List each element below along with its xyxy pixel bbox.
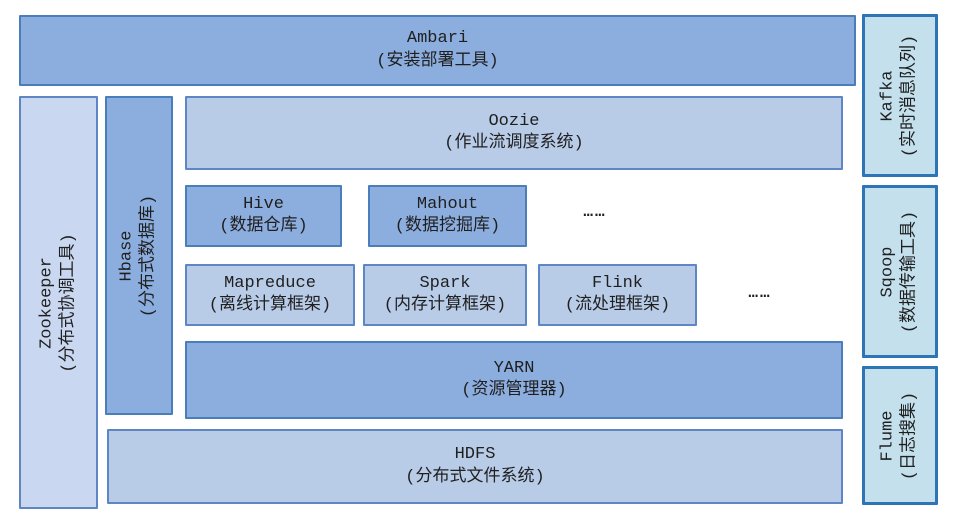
spark-title: Spark (419, 273, 471, 293)
hbase-box: Hbase (分布式数据库) (105, 96, 173, 415)
flink-box: Flink (流处理框架) (538, 264, 697, 326)
mapreduce-title: Mapreduce (224, 273, 316, 293)
flink-title: Flink (591, 273, 643, 293)
hdfs-subtitle: (分布式文件系统) (405, 467, 545, 487)
spark-box: Spark (内存计算框架) (363, 264, 527, 326)
hbase-subtitle: (分布式数据库) (140, 194, 159, 317)
spark-subtitle: (内存计算框架) (383, 296, 507, 315)
oozie-subtitle: (作业流调度系统) (444, 134, 584, 153)
yarn-title: YARN (493, 358, 535, 378)
kafka-vertical-label: Kafka (实时消息队列) (878, 34, 923, 156)
zookeeper-vertical-label: Zookeeper (分布式协调工具) (36, 233, 81, 372)
kafka-subtitle: (实时消息队列) (901, 34, 920, 157)
mapreduce-subtitle: (离线计算框架) (208, 296, 332, 315)
yarn-box: YARN (资源管理器) (185, 341, 843, 419)
zookeeper-box: Zookeeper (分布式协调工具) (19, 96, 98, 509)
kafka-title: Kafka (878, 70, 898, 122)
mapreduce-box: Mapreduce (离线计算框架) (185, 264, 355, 326)
zookeeper-subtitle: (分布式协调工具) (59, 232, 79, 373)
hive-subtitle: (数据仓库) (219, 217, 308, 236)
sqoop-vertical-label: Sqoop (数据传输工具) (878, 210, 923, 332)
sqoop-title: Sqoop (878, 246, 898, 298)
flink-subtitle: (流处理框架) (564, 296, 671, 315)
oozie-title: Oozie (488, 111, 540, 131)
sqoop-subtitle: (数据传输工具) (901, 210, 920, 333)
flume-subtitle: (日志搜集) (901, 391, 920, 480)
yarn-subtitle: (资源管理器) (461, 381, 567, 400)
hbase-vertical-label: Hbase (分布式数据库) (117, 194, 162, 316)
mahout-subtitle: (数据挖掘库) (394, 217, 501, 236)
oozie-box: Oozie (作业流调度系统) (185, 96, 843, 170)
hbase-title: Hbase (117, 230, 137, 282)
hive-title: Hive (243, 194, 284, 214)
hdfs-title: HDFS (454, 445, 496, 465)
kafka-box: Kafka (实时消息队列) (862, 14, 938, 177)
ambari-box: Ambari (安装部署工具) (19, 15, 856, 86)
ambari-title: Ambari (406, 29, 469, 49)
ambari-subtitle: (安装部署工具) (376, 51, 499, 71)
hive-box: Hive (数据仓库) (185, 185, 342, 247)
ellipsis-row-hive: …… (583, 203, 607, 221)
flume-box: Flume (日志搜集) (862, 366, 938, 505)
mahout-title: Mahout (416, 194, 479, 214)
zookeeper-title: Zookeeper (37, 256, 57, 349)
mahout-box: Mahout (数据挖掘库) (368, 185, 527, 247)
sqoop-box: Sqoop (数据传输工具) (862, 185, 938, 358)
hdfs-box: HDFS (分布式文件系统) (107, 429, 843, 504)
ellipsis-row-compute: …… (748, 284, 772, 302)
flume-title: Flume (878, 410, 898, 462)
flume-vertical-label: Flume (日志搜集) (878, 391, 923, 479)
